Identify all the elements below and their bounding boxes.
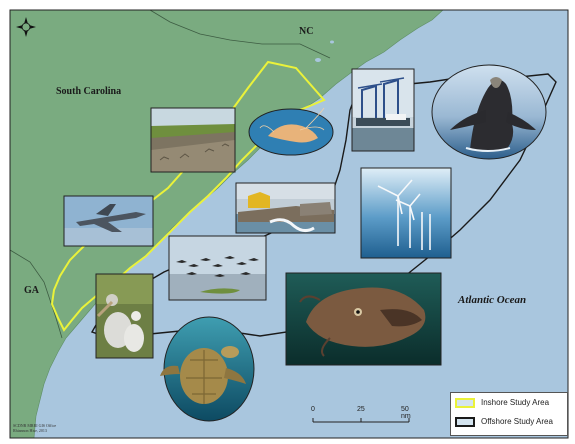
- inshore-swatch: [455, 397, 475, 408]
- scale-tick-25: 25: [357, 406, 365, 413]
- marsh-oyster-photo: [150, 107, 236, 173]
- state-label-georgia: GA: [24, 285, 39, 296]
- port-cranes-photo: [351, 68, 415, 152]
- scale-tick-50: 50 nm: [401, 406, 411, 420]
- dredge-photo: [235, 182, 336, 234]
- grouper-photo: [285, 272, 442, 366]
- shorebirds-photo: [168, 235, 267, 301]
- scale-bar-graphic: [312, 418, 410, 423]
- inshore-study-area: [50, 60, 326, 332]
- pelicans-photo: [95, 273, 154, 359]
- fighter-jet-photo: [63, 195, 154, 247]
- scale-bar: 0 25 50 nm: [309, 406, 419, 432]
- map-frame: [9, 9, 569, 439]
- lake: [315, 58, 321, 62]
- legend-item-offshore: Offshore Study Area: [451, 412, 567, 431]
- state-border-sc-ga: [9, 249, 63, 339]
- scale-tick-0: 0: [311, 406, 315, 413]
- offshore-swatch: [455, 416, 475, 427]
- state-label-south-carolina: South Carolina: [56, 86, 122, 97]
- state-label-north-carolina: NC: [299, 26, 314, 37]
- map-credit: SCDNR MRRI GIS Office Rhiannon Hise, 201…: [13, 423, 56, 433]
- lake: [330, 40, 334, 44]
- legend-label-inshore: Inshore Study Area: [481, 398, 550, 407]
- credit-line-1: SCDNR MRRI GIS Office: [13, 423, 57, 428]
- wind-turbines-photo: [360, 167, 452, 259]
- sea-turtle-photo: [160, 316, 255, 422]
- right-whale-photo: [431, 64, 547, 160]
- credit-line-2: Rhiannon Hise, 2013: [13, 428, 47, 433]
- state-border-nc-sc: [149, 9, 331, 59]
- map-legend: Inshore Study Area Offshore Study Area: [450, 392, 568, 436]
- legend-label-offshore: Offshore Study Area: [481, 417, 553, 426]
- shrimp-photo: [248, 107, 334, 156]
- north-arrow-icon: [16, 17, 36, 37]
- ocean-label: Atlantic Ocean: [458, 294, 527, 306]
- legend-item-inshore: Inshore Study Area: [451, 393, 567, 412]
